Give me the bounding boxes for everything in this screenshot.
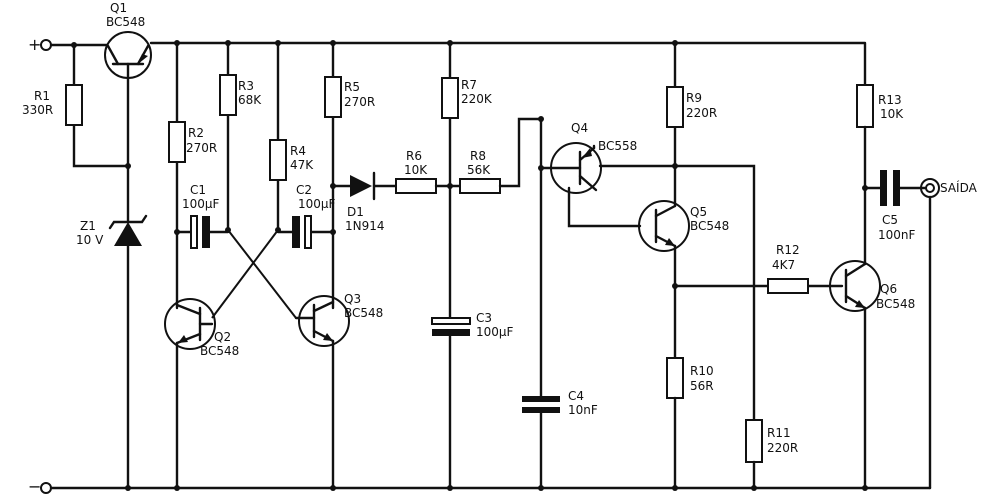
r11-value: 220R — [767, 441, 798, 455]
r6-value: 10K — [404, 163, 428, 177]
q3-ref: Q3 — [344, 292, 361, 306]
cross-coupling — [211, 229, 297, 319]
positive-rail: + — [28, 35, 867, 87]
r5-ref: R5 — [344, 80, 360, 94]
resistor-r13: R13 10K — [856, 84, 904, 266]
c3-value: 100µF — [476, 325, 514, 339]
resistor-r11: R11 220R — [745, 419, 798, 490]
q1-value: BC548 — [106, 15, 145, 29]
capacitor-c5: C5 100nF — [863, 170, 927, 242]
transistor-q1: Q1 BC548 — [104, 1, 152, 168]
resistor-r8: R8 56K — [459, 117, 543, 194]
resistor-r12: R12 4K7 — [673, 243, 844, 294]
c2-value: 100µF — [298, 197, 336, 211]
r9-ref: R9 — [686, 91, 702, 105]
r4-value: 47K — [290, 158, 314, 172]
r13-ref: R13 — [878, 93, 902, 107]
r7-ref: R7 — [461, 78, 477, 92]
transistor-q4: Q4 BC558 — [539, 121, 756, 422]
c5-value: 100nF — [878, 228, 916, 242]
r7-value: 220K — [461, 92, 493, 106]
q1-ref: Q1 — [110, 1, 127, 15]
c4-ref: C4 — [568, 389, 584, 403]
r4-ref: R4 — [290, 144, 306, 158]
q5-ref: Q5 — [690, 205, 707, 219]
d1-value: 1N914 — [345, 219, 385, 233]
negative-rail-label: − — [28, 477, 41, 496]
resistor-r7: R7 220K — [441, 41, 493, 320]
r1-value: 330R — [22, 103, 53, 117]
r1-ref: R1 — [34, 89, 50, 103]
r13-value: 10K — [880, 107, 904, 121]
resistor-r6: R6 10K — [395, 149, 462, 194]
r5-value: 270R — [344, 95, 375, 109]
q6-value: BC548 — [876, 297, 915, 311]
q2-ref: Q2 — [214, 330, 231, 344]
r11-ref: R11 — [767, 426, 791, 440]
transistor-q6: Q6 BC548 — [829, 260, 915, 490]
z1-value: 10 V — [76, 233, 104, 247]
positive-rail-label: + — [28, 35, 41, 54]
zener-z1: Z1 10 V — [76, 164, 148, 490]
resistor-r10: R10 56R — [666, 357, 714, 490]
c5-ref: C5 — [882, 213, 898, 227]
junction-dots — [71, 40, 868, 491]
resistor-r5: R5 270R — [324, 41, 375, 310]
q6-ref: Q6 — [880, 282, 897, 296]
output-label: SAÍDA — [940, 180, 978, 195]
q4-value: BC558 — [598, 139, 637, 153]
r10-ref: R10 — [690, 364, 714, 378]
r9-value: 220R — [686, 106, 717, 120]
c4-value: 10nF — [568, 403, 598, 417]
capacitor-c3: C3 100µF — [431, 311, 514, 490]
r3-ref: R3 — [238, 79, 254, 93]
transistor-q3: Q3 BC548 — [294, 292, 383, 490]
negative-rail: − — [28, 477, 932, 496]
resistor-r3: R3 68K — [219, 41, 262, 232]
r2-ref: R2 — [188, 126, 204, 140]
z1-ref: Z1 — [80, 219, 96, 233]
c3-ref: C3 — [476, 311, 492, 325]
r12-value: 4K7 — [772, 258, 795, 272]
c1-value: 100µF — [182, 197, 220, 211]
capacitor-c1: C1 100µF — [175, 183, 230, 249]
c2-ref: C2 — [296, 183, 312, 197]
d1-ref: D1 — [347, 205, 364, 219]
capacitor-c4: C4 10nF — [522, 117, 598, 490]
c1-ref: C1 — [190, 183, 206, 197]
resistor-r2: R2 270R — [168, 41, 217, 310]
r3-value: 68K — [238, 93, 262, 107]
r10-value: 56R — [690, 379, 714, 393]
q3-value: BC548 — [344, 306, 383, 320]
resistor-r4: R4 47K — [269, 41, 314, 232]
diode-d1: D1 1N914 — [331, 171, 398, 233]
capacitor-c2: C2 100µF — [276, 183, 336, 249]
q5-value: BC548 — [690, 219, 729, 233]
r8-ref: R8 — [470, 149, 486, 163]
q2-value: BC548 — [200, 344, 239, 358]
r6-ref: R6 — [406, 149, 422, 163]
transistor-q5: Q5 BC548 — [638, 200, 729, 360]
resistor-r9: R9 220R — [666, 41, 717, 208]
output-connector: SAÍDA — [920, 178, 978, 490]
r12-ref: R12 — [776, 243, 800, 257]
r8-value: 56K — [467, 163, 491, 177]
transistor-q2: Q2 BC548 — [164, 298, 239, 490]
resistor-r1: R1 330R — [22, 43, 130, 168]
r2-value: 270R — [186, 141, 217, 155]
q4-ref: Q4 — [571, 121, 588, 135]
